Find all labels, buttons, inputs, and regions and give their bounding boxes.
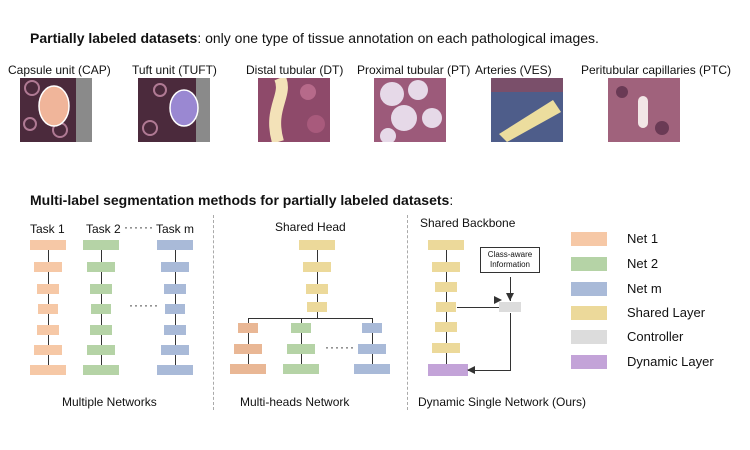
- net1-head-layer: [238, 323, 258, 333]
- net2-layer: [90, 325, 112, 335]
- net1-layer: [34, 262, 62, 272]
- section-title: Multi-label segmentation methods for par…: [30, 192, 453, 208]
- net1-layer: [37, 284, 59, 294]
- info-line2: Information: [489, 260, 531, 269]
- divider-left: [213, 215, 214, 410]
- shared-layer: [307, 302, 327, 312]
- netm-layer: [164, 284, 186, 294]
- tile-image-tuft: [138, 78, 210, 142]
- legend-label-dynamic: Dynamic Layer: [627, 354, 714, 369]
- arrow-to-dynamic-icon: [467, 366, 475, 374]
- shared-layer: [303, 262, 331, 272]
- netm-layer: [164, 325, 186, 335]
- controller: [499, 302, 521, 312]
- shared-layer: [299, 240, 335, 250]
- networks-dots: ······: [129, 298, 159, 312]
- net2-head-layer: [291, 323, 311, 333]
- tile-image-pt: [374, 78, 446, 142]
- backbone-layer: [432, 262, 460, 272]
- netm-head-layer: [354, 364, 390, 374]
- tile-label-pt: Proximal tubular (PT): [357, 63, 471, 77]
- legend-swatch-netm: [571, 282, 607, 296]
- caption-multi-heads: Multi-heads Network: [240, 395, 350, 409]
- legend-label-netm: Net m: [627, 281, 662, 296]
- net2-layer: [91, 304, 111, 314]
- legend-swatch-controller: [571, 330, 607, 344]
- net2-layer: [83, 365, 119, 375]
- net2-head-layer: [287, 344, 315, 354]
- dynamic-layer: [428, 364, 468, 376]
- legend-swatch-net2: [571, 257, 607, 271]
- netm-layer: [157, 240, 193, 250]
- divider-right: [407, 215, 408, 410]
- backbone-layer: [435, 322, 457, 332]
- section-title-rest: :: [449, 192, 454, 208]
- tile-image-ptc: [608, 78, 680, 142]
- backbone-layer: [428, 240, 464, 250]
- legend-label-controller: Controller: [627, 329, 684, 344]
- backbone-layer: [436, 302, 456, 312]
- tile-label-dt: Distal tubular (DT): [246, 63, 344, 77]
- net2-head-layer: [283, 364, 319, 374]
- net1-layer: [38, 304, 58, 314]
- netm-head-layer: [358, 344, 386, 354]
- net1-head-layer: [234, 344, 262, 354]
- info-line1: Class-aware: [487, 250, 533, 259]
- legend-label-net1: Net 1: [627, 231, 659, 246]
- task1-label: Task 1: [30, 222, 65, 236]
- netm-layer: [157, 365, 193, 375]
- tile-label-ptc: Peritubular capillaries (PTC): [581, 63, 732, 77]
- shared-head-label: Shared Head: [275, 220, 346, 234]
- net1-layer: [34, 345, 62, 355]
- backbone-layer: [432, 343, 460, 353]
- taskm-label: Task m: [156, 222, 195, 236]
- tile-label-tuft: Tuft unit (TUFT): [132, 63, 217, 77]
- arrow-to-controller-icon: [494, 296, 502, 304]
- legend-swatch-net1: [571, 232, 607, 246]
- net2-layer: [87, 345, 115, 355]
- task2-label: Task 2: [86, 222, 121, 236]
- legend-swatch-shared: [571, 306, 607, 320]
- tile-image-cap: [20, 78, 92, 142]
- task-dots: ······: [124, 220, 154, 234]
- tile-image-dt: [258, 78, 330, 142]
- heads-dots: ······: [325, 340, 355, 354]
- legend-label-shared: Shared Layer: [627, 305, 706, 320]
- arrow-down-icon: [506, 293, 514, 301]
- shared-layer: [306, 284, 328, 294]
- tile-label-cap: Capsule unit (CAP): [8, 63, 111, 77]
- legend-label-net2: Net 2: [627, 256, 659, 271]
- class-aware-info-box: Class-aware Information: [480, 247, 540, 273]
- header-title-rest: : only one type of tissue annotation on …: [197, 30, 599, 46]
- section-title-bold: Multi-label segmentation methods for par…: [30, 192, 450, 208]
- netm-layer: [165, 304, 185, 314]
- netm-layer: [161, 345, 189, 355]
- net1-layer: [30, 365, 66, 375]
- net1-head-layer: [230, 364, 266, 374]
- caption-dynamic: Dynamic Single Network (Ours): [418, 395, 587, 409]
- net2-layer: [90, 284, 112, 294]
- net1-layer: [37, 325, 59, 335]
- netm-layer: [161, 262, 189, 272]
- net2-layer: [87, 262, 115, 272]
- header-title-bold: Partially labeled datasets: [30, 30, 198, 46]
- legend-swatch-dynamic: [571, 355, 607, 369]
- header-title: Partially labeled datasets: only one typ…: [30, 30, 599, 46]
- net1-layer: [30, 240, 66, 250]
- backbone-layer: [435, 282, 457, 292]
- netm-head-layer: [362, 323, 382, 333]
- shared-backbone-label: Shared Backbone: [420, 216, 516, 230]
- net2-layer: [83, 240, 119, 250]
- tile-image-ves: [491, 78, 563, 142]
- tile-label-ves: Arteries (VES): [475, 63, 552, 77]
- caption-multiple-networks: Multiple Networks: [62, 395, 157, 409]
